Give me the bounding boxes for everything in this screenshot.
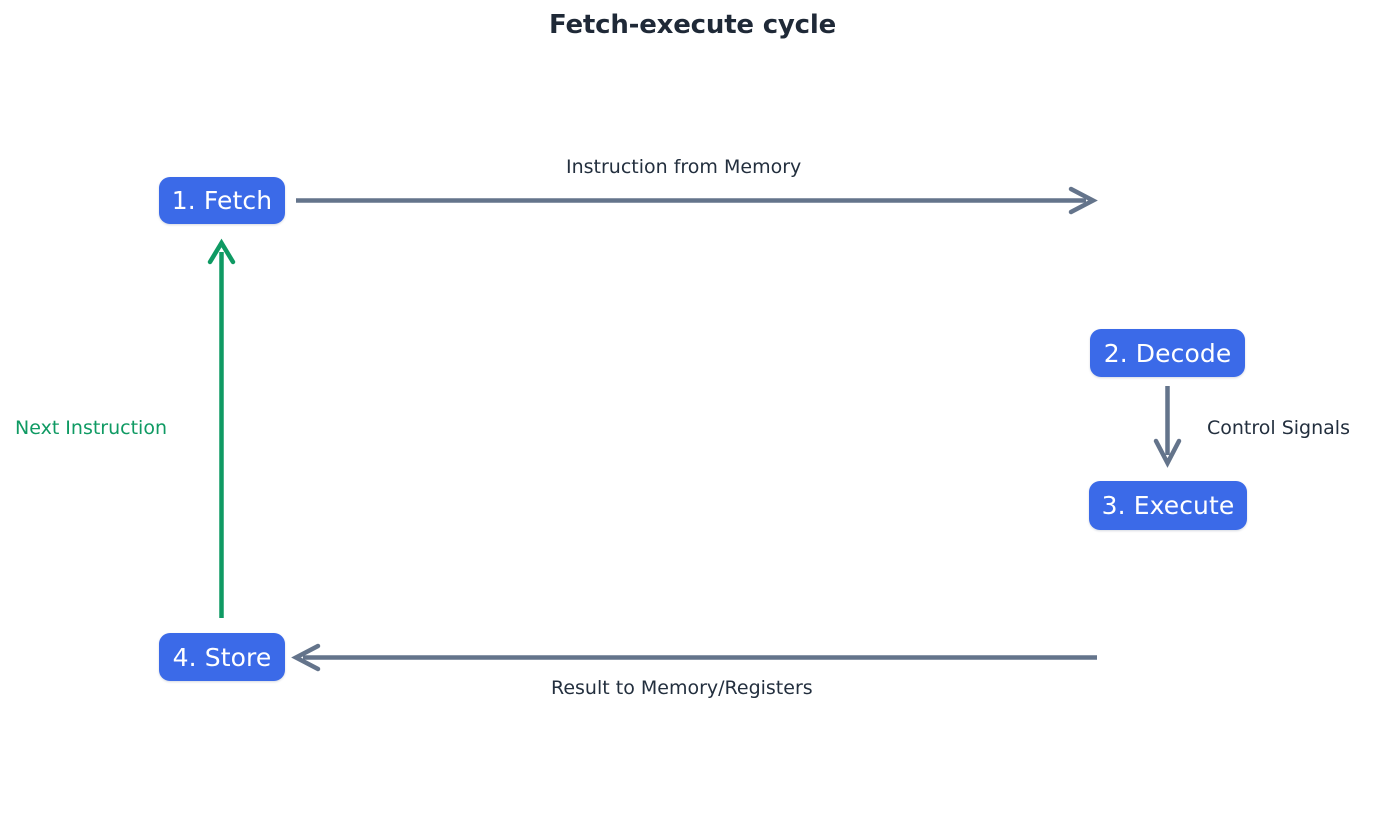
- edge-label-next-instruction: Next Instruction: [15, 417, 167, 439]
- node-execute[interactable]: 3. Execute: [1089, 481, 1247, 530]
- arrowhead-left-icon: [291, 643, 321, 672]
- node-decode[interactable]: 2. Decode: [1090, 329, 1245, 377]
- node-fetch[interactable]: 1. Fetch: [159, 177, 285, 224]
- page-title: Fetch-execute cycle: [548, 10, 837, 40]
- edge-label-control-signals: Control Signals: [1207, 417, 1350, 439]
- node-store[interactable]: 4. Store: [159, 633, 285, 681]
- arrowhead-down-icon: [1153, 438, 1182, 468]
- edge-fetch-to-decode: [296, 186, 1098, 215]
- edge-store-to-fetch: [207, 238, 236, 618]
- edge-decode-to-execute: [1153, 386, 1182, 468]
- arrowhead-right-icon: [1068, 186, 1098, 215]
- arrowhead-up-icon: [207, 238, 236, 265]
- edge-label-result-to-memory-registers: Result to Memory/Registers: [551, 677, 813, 699]
- edge-execute-to-store: [291, 643, 1097, 672]
- edge-label-instruction-from-memory: Instruction from Memory: [566, 156, 802, 178]
